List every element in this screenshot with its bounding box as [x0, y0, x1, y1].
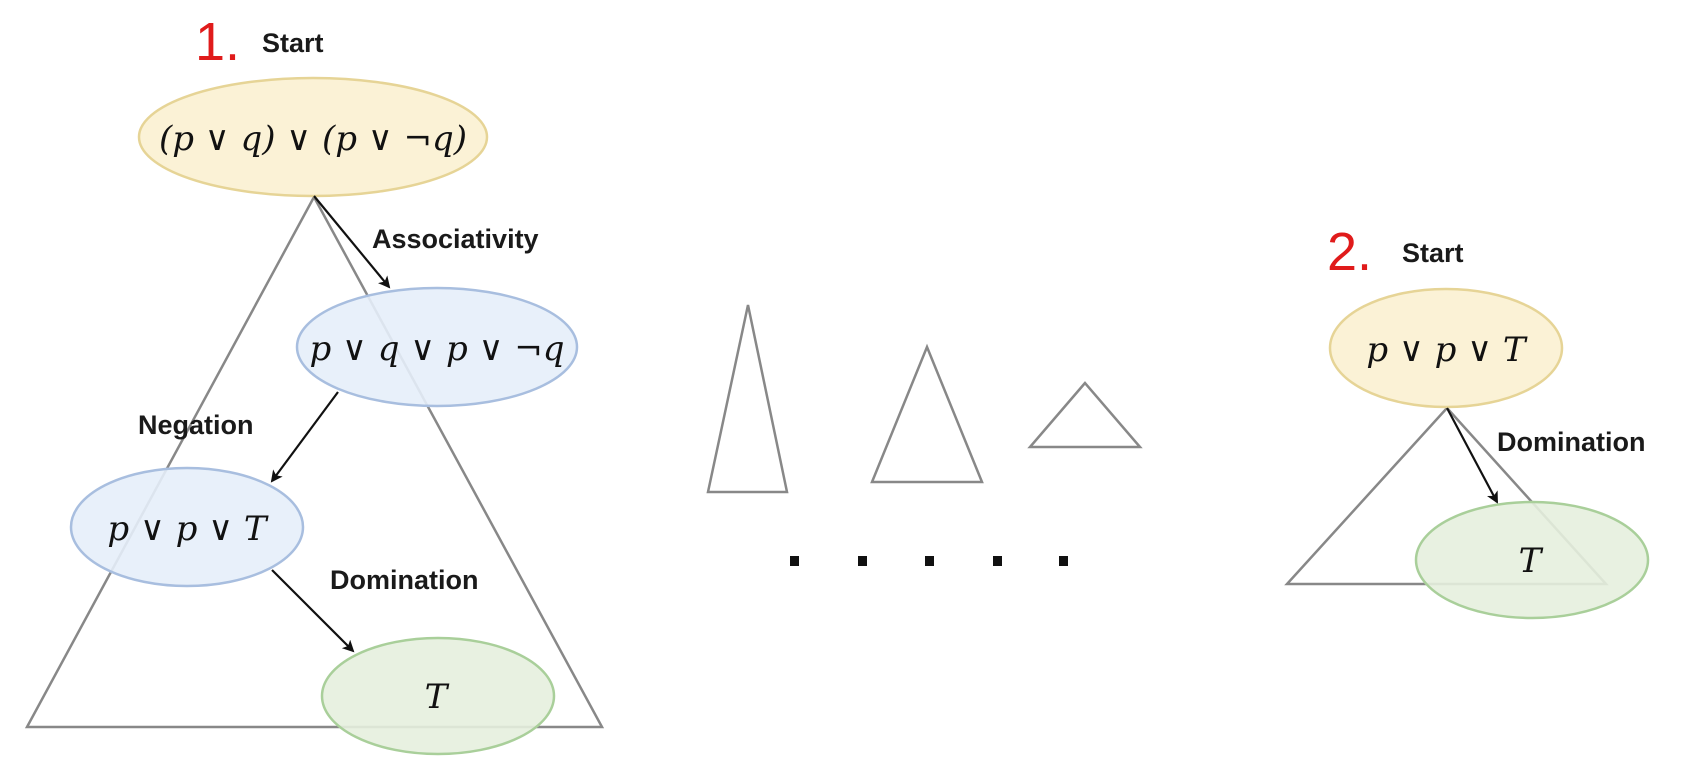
panel-2-start-label: Start	[1402, 238, 1464, 268]
panel-1-domination-arrow	[271, 569, 355, 653]
search-triangle-small	[1027, 381, 1143, 449]
panel-2-goal-node	[1414, 500, 1650, 620]
panel-2-rule-domination: Domination	[1497, 427, 1646, 457]
panel-2-start-formula: p ∨ p ∨ T	[1366, 330, 1528, 370]
panel-1-rule-domination: Domination	[330, 565, 479, 595]
ellipsis-dot-4	[993, 556, 1002, 566]
panel-1-search-triangle	[24, 194, 605, 729]
panel-1-number: 1.	[195, 12, 240, 72]
panel-1-negation-node	[69, 466, 305, 588]
panel-2-goal-formula: T	[1519, 541, 1544, 581]
panel-1-rule-associativity: Associativity	[372, 224, 539, 254]
panel-2-domination-arrow	[1446, 407, 1498, 504]
panel-1-negation-formula: p ∨ p ∨ T	[107, 509, 269, 549]
ellipsis-dot-3	[925, 556, 934, 566]
panel-2-number: 2.	[1327, 222, 1372, 282]
search-triangle-medium	[870, 343, 984, 484]
panel-1-negation-arrow	[270, 391, 339, 483]
panel-1-start-node	[137, 76, 489, 198]
panel-2-start-node	[1328, 287, 1564, 409]
ellipsis-dot-2	[858, 556, 867, 566]
ellipsis-dot-1	[790, 556, 799, 566]
panel-1-goal-formula: T	[425, 677, 450, 717]
panel-2: 2. Start p ∨ p ∨ T Domination T	[1284, 222, 1650, 620]
panel-1-start-label: Start	[262, 28, 324, 58]
panel-1-associativity-arrow	[313, 195, 391, 289]
ellipsis: . . . . .	[790, 556, 1068, 761]
ellipsis-text: . . . . .	[929, 759, 932, 761]
panel-1-rule-negation: Negation	[138, 410, 254, 440]
panel-1: 1. Start (p ∨ q) ∨ (p ∨ ¬q) Associativit…	[24, 12, 605, 756]
panel-1-start-formula: (p ∨ q) ∨ (p ∨ ¬q)	[159, 119, 467, 159]
search-triangle-tall	[706, 304, 789, 494]
panel-1-associativity-node	[295, 286, 579, 408]
ellipsis-dot-5	[1059, 556, 1068, 566]
panel-1-goal-node	[320, 636, 556, 756]
alternative-search-trees	[706, 304, 1143, 494]
panel-1-associativity-formula: p ∨ q ∨ p ∨ ¬q	[309, 329, 564, 369]
